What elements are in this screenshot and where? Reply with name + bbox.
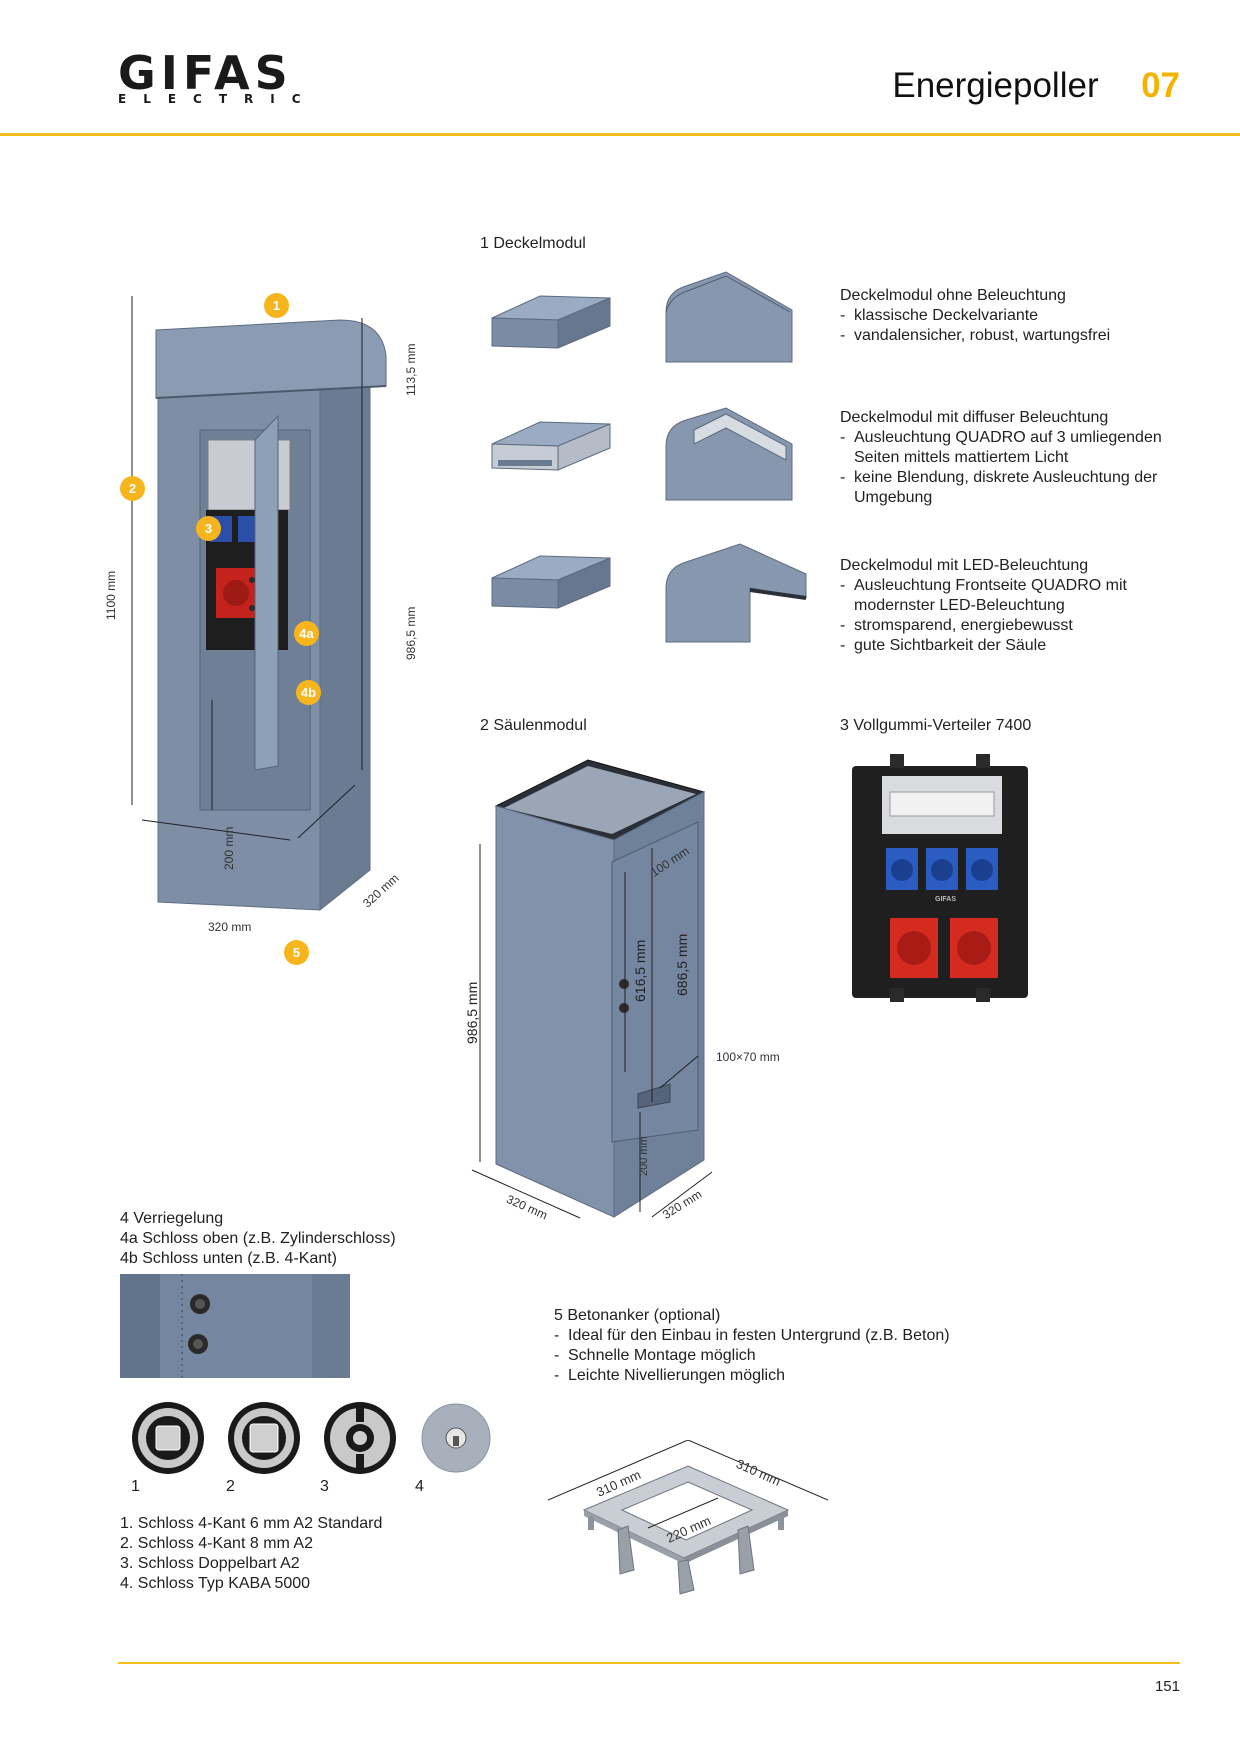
betonanker-heading: 5 Betonanker (optional) (554, 1307, 721, 1324)
deckel-variant-3: Deckelmodul mit LED-Beleuchtung Ausleuch… (840, 556, 1180, 656)
list-item: 2. Schloss 4-Kant 8 mm A2 (120, 1535, 313, 1552)
page-title: Energiepoller (892, 66, 1099, 105)
saeule-dim-opening: 100×70 mm (716, 1050, 780, 1064)
page-header: Energiepoller 07 (860, 66, 1180, 106)
saeule-heading: 2 Säulenmodul (480, 717, 587, 734)
lock-number-1: 1 (131, 1478, 140, 1495)
list-item: gute Sichtbarkeit der Säule (840, 636, 1180, 656)
logo-subtitle: ELECTRIC (118, 92, 318, 106)
lock-number-2: 2 (226, 1478, 235, 1495)
lock-doppelbart-icon (324, 1402, 396, 1474)
lock-photo (120, 1274, 350, 1378)
list-item: 3. Schloss Doppelbart A2 (120, 1555, 300, 1572)
deckel-variant-2: Deckelmodul mit diffuser Beleuchtung Aus… (840, 408, 1180, 508)
deckel-images (491, 271, 807, 643)
lock-types (132, 1402, 491, 1474)
list-item: vandalensicher, robust, wartungsfrei (840, 326, 1180, 346)
verteiler-image (852, 754, 1028, 1002)
deckel-diffuse-detail (665, 407, 793, 501)
saeule-dim-686: 686,5 mm (674, 933, 690, 996)
deckel-variant-3-title: Deckelmodul mit LED-Beleuchtung (840, 557, 1089, 574)
footer-rule (118, 1662, 1180, 1664)
lock-4kant-8-icon (228, 1402, 300, 1474)
saeule-illustration (471, 759, 713, 1219)
deckel-led-render (491, 555, 611, 609)
deckel-variant-1: Deckelmodul ohne Beleuchtung klassische … (840, 286, 1180, 346)
poller-illustration (131, 296, 387, 912)
badge-3: 3 (196, 516, 221, 541)
badge-4b: 4b (296, 680, 321, 705)
betonanker-illustration (548, 1440, 828, 1595)
logo-wordmark: GIFAS (118, 46, 293, 100)
lock-number-4: 4 (415, 1478, 424, 1495)
list-item: 1. Schloss 4-Kant 6 mm A2 Standard (120, 1515, 383, 1532)
list-item: stromsparend, energiebewusst (840, 616, 1180, 636)
deckel-led-detail (665, 543, 807, 643)
brand-logo: GIFAS ELECTRIC (118, 50, 318, 106)
dim-200: 200 mm (222, 826, 236, 870)
lock-kaba-icon (421, 1403, 491, 1473)
list-item: klassische Deckelvariante (840, 306, 1180, 326)
list-item: Leichte Nivellierungen möglich (554, 1366, 1014, 1386)
deckel-heading: 1 Deckelmodul (480, 235, 586, 252)
badge-5: 5 (284, 940, 309, 965)
list-item: keine Blendung, diskrete Ausleuchtung de… (840, 468, 1180, 508)
badge-2: 2 (120, 476, 145, 501)
verteiler-heading: 3 Vollgummi-Verteiler 7400 (840, 717, 1032, 734)
verteiler-brand: GIFAS (935, 896, 957, 903)
list-item: Schnelle Montage möglich (554, 1346, 1014, 1366)
list-item: 4. Schloss Typ KABA 5000 (120, 1575, 311, 1592)
page-number: 151 (1154, 1678, 1180, 1695)
poller-top-cap (155, 319, 387, 399)
deckel-plain-detail (665, 271, 793, 363)
verriegelung-heading: 4 Verriegelung 4a Schloss oben (z.B. Zyl… (120, 1209, 396, 1269)
list-item: Ausleuchtung QUADRO auf 3 umliegenden Se… (840, 428, 1180, 468)
verriegelung-line: 4 Verriegelung (120, 1210, 224, 1227)
badge-1: 1 (264, 293, 289, 318)
betonanker-text: 5 Betonanker (optional) Ideal für den Ei… (554, 1306, 1014, 1386)
deckel-diffuse-render (491, 421, 611, 471)
list-item: Ideal für den Einbau in festen Untergrun… (554, 1326, 1014, 1346)
deckel-plain-render (491, 295, 611, 349)
verriegelung-line: 4b Schloss unten (z.B. 4-Kant) (120, 1250, 337, 1267)
chapter-number: 07 (1141, 66, 1180, 105)
badge-4a: 4a (294, 621, 319, 646)
dim-113: 113,5 mm (404, 343, 418, 396)
lock-4kant-6-icon (132, 1402, 204, 1474)
saeule-dim-200: 200 mm (638, 1136, 650, 1176)
verriegelung-line: 4a Schloss oben (z.B. Zylinderschloss) (120, 1230, 396, 1247)
header-rule (0, 133, 1240, 136)
dim-986: 986,5 mm (404, 606, 418, 660)
dim-1100: 1100 mm (104, 570, 118, 620)
list-item: Ausleuchtung Frontseite QUADRO mit moder… (840, 576, 1180, 616)
saeule-dim-986: 986,5 mm (464, 981, 480, 1044)
lock-number-3: 3 (320, 1478, 329, 1495)
poller-door (254, 414, 279, 771)
deckel-variant-1-title: Deckelmodul ohne Beleuchtung (840, 287, 1066, 304)
deckel-variant-2-title: Deckelmodul mit diffuser Beleuchtung (840, 409, 1109, 426)
saeule-dim-616: 616,5 mm (632, 939, 648, 1002)
lock-list: 1. Schloss 4-Kant 6 mm A2 Standard 2. Sc… (120, 1514, 382, 1594)
dim-320-w: 320 mm (208, 920, 252, 934)
